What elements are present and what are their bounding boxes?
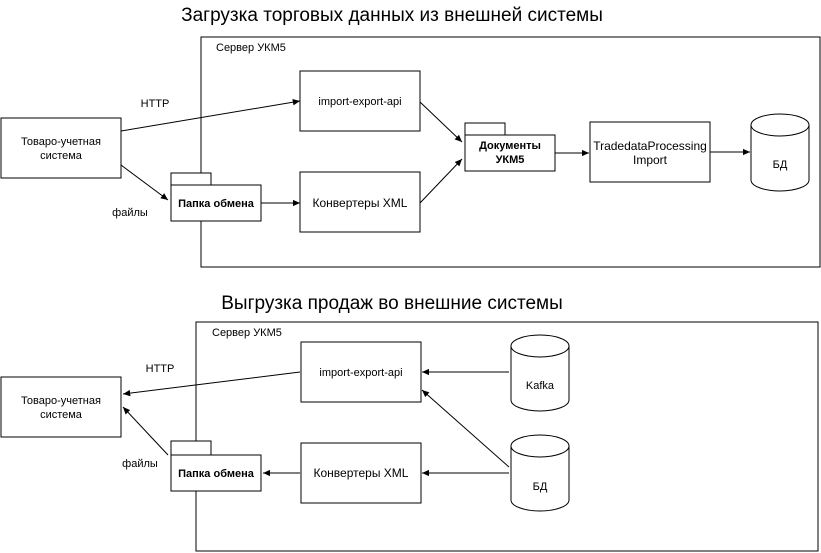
- edge-tovaro-to-api: [120, 99, 301, 132]
- kafka-label: Kafka: [526, 380, 555, 392]
- edge-converters-to-docs: [419, 158, 463, 204]
- tovaro-line2-export: система: [40, 409, 83, 421]
- tovaro-line1-import: Товаро-учетная: [21, 136, 101, 148]
- tradedata-processing-import: TradedataProcessing Import: [589, 121, 711, 183]
- import-export-api-export: import-export-api: [300, 341, 422, 403]
- exchange-folder-import: Папка обмена: [170, 172, 262, 222]
- edge-db-to-api: [421, 389, 510, 468]
- tdp-line1: TradedataProcessing: [593, 139, 707, 153]
- tovaro-line1-export: Товаро-учетная: [21, 395, 101, 407]
- xml-converters-export: Конвертеры XML: [300, 442, 422, 504]
- converters-label-import: Конвертеры XML: [313, 196, 408, 210]
- tdp-line2: Import: [633, 153, 668, 167]
- server-label-export: Сервер УКМ5: [212, 327, 282, 339]
- server-frame-export: [195, 321, 819, 552]
- edge-api-to-docs: [419, 101, 463, 143]
- import-export-api-import: import-export-api: [299, 70, 421, 132]
- edge-folder-to-tovaro: [122, 406, 169, 456]
- docs-line1: Документы: [479, 140, 541, 152]
- tovaro-line2-import: система: [40, 150, 83, 162]
- section-import-title: Загрузка торговых данных из внешней сист…: [181, 5, 603, 26]
- edge-api-to-tovaro: [122, 371, 301, 397]
- ukm5-documents: Документы УКМ5: [464, 122, 556, 172]
- edge-tovaro-to-folder: [120, 164, 169, 201]
- http-label-import: HTTP: [141, 98, 170, 110]
- exchange-folder-export: Папка обмена: [170, 440, 262, 492]
- docs-line2: УКМ5: [496, 154, 525, 166]
- files-label-export: файлы: [122, 458, 158, 470]
- xml-converters-import: Конвертеры XML: [299, 171, 421, 233]
- section-export-title: Выгрузка продаж во внешние системы: [221, 293, 563, 314]
- database-export: БД: [510, 434, 570, 512]
- tovaro-system-export: Товаро-учетная система: [0, 376, 122, 438]
- api-label-export: import-export-api: [319, 367, 402, 379]
- folder-label-export: Папка обмена: [178, 468, 255, 480]
- api-label-import: import-export-api: [318, 96, 401, 108]
- http-label-export: HTTP: [146, 363, 175, 375]
- converters-label-export: Конвертеры XML: [314, 466, 409, 480]
- server-frame-import: [200, 36, 821, 268]
- db-label-import: БД: [773, 159, 788, 171]
- db-label-export: БД: [533, 481, 548, 493]
- tovaro-system-import: Товаро-учетная система: [0, 117, 122, 179]
- section-export: Выгрузка продаж во внешние системы Серве…: [0, 293, 819, 552]
- kafka-queue: Kafka: [510, 334, 570, 412]
- section-import: Загрузка торговых данных из внешней сист…: [0, 5, 821, 268]
- folder-label-import: Папка обмена: [178, 198, 255, 210]
- server-label-import: Сервер УКМ5: [216, 42, 286, 54]
- database-import: БД: [750, 113, 810, 192]
- files-label-import: файлы: [112, 207, 148, 219]
